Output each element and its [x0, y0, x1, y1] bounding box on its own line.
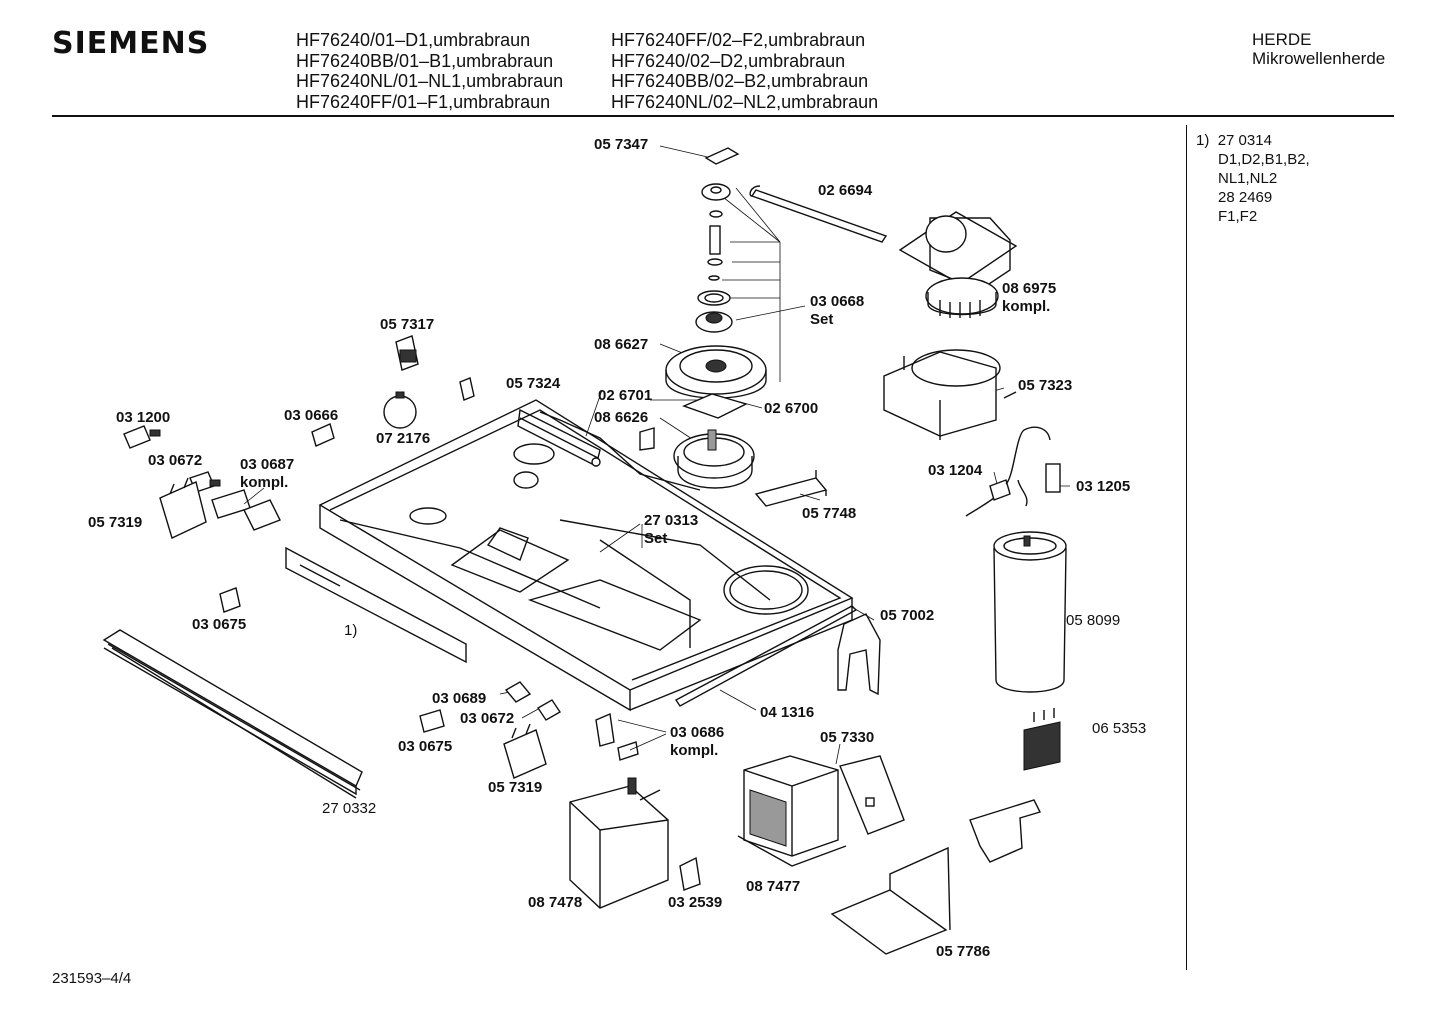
part-label: 03 0668: [810, 293, 865, 310]
header-rule: [52, 115, 1394, 117]
category-block: HERDE Mikrowellenherde: [1252, 30, 1385, 68]
part-label: 08 7477: [746, 878, 801, 895]
belt-026694: [749, 185, 888, 243]
part-label: 03 0672: [460, 710, 515, 727]
part-label: 03 0689: [432, 690, 487, 707]
part-label: 03 1205: [1076, 478, 1131, 495]
capacitor: [993, 531, 1067, 693]
waveguide-rail: [517, 408, 601, 468]
footnote-line: 27 0314: [1217, 132, 1272, 149]
part-label: 07 2176: [376, 430, 431, 447]
transformer: [737, 755, 847, 867]
part-label: 05 7786: [936, 943, 991, 960]
part-label: 03 0666: [284, 407, 339, 424]
model-item: HF76240/01–D1,umbrabraun: [296, 30, 531, 50]
part-label: 05 7330: [820, 729, 875, 746]
part-label: 04 1316: [760, 704, 815, 721]
part-label: kompl.: [240, 474, 289, 491]
part-label: Set: [810, 311, 834, 328]
part-label: 03 1204: [928, 462, 983, 479]
part-label: 02 6694: [818, 182, 873, 199]
footnote-line: NL1,NL2: [1218, 170, 1278, 187]
category-subtitle: Mikrowellenherde: [1252, 49, 1386, 68]
part-label: 06 5353: [1092, 720, 1147, 737]
brand-logo: SIEMENS: [52, 26, 210, 61]
drawing-id: 231593–4/4: [52, 970, 132, 987]
part-label: 27 0332: [322, 800, 377, 817]
part-label: 08 6627: [594, 336, 649, 353]
mica-cover: [682, 393, 748, 419]
part-label: 02 6701: [598, 387, 653, 404]
part-label: 05 7319: [88, 514, 143, 531]
model-item: HF76240BB/01–B1,umbrabraun: [296, 50, 554, 71]
stirrer: [673, 429, 755, 489]
part-label: Set: [644, 530, 668, 547]
fan-shroud: [883, 349, 1017, 440]
part-label: 27 0313: [644, 512, 699, 529]
part-label: 08 6626: [594, 409, 649, 426]
mounting-bracket: [969, 799, 1041, 863]
magnetron: [569, 777, 669, 909]
rectifier-block: [1023, 708, 1061, 771]
bracket-057002: [837, 613, 881, 696]
base-plate: [830, 846, 951, 955]
part-label: 05 8099: [1066, 612, 1121, 629]
part-label: kompl.: [670, 742, 719, 759]
part-label: 03 0672: [148, 452, 203, 469]
part-label: 03 0687: [240, 456, 295, 473]
shaft-stack: [695, 147, 740, 333]
part-label: 02 6700: [764, 400, 819, 417]
model-item: HF76240NL/01–NL1,umbrabraun: [296, 71, 564, 91]
footnote-line: D1,D2,B1,B2,: [1218, 151, 1310, 168]
part-label: 05 7002: [880, 607, 935, 624]
part-label: 03 0675: [398, 738, 453, 755]
footnote-line: F1,F2: [1218, 208, 1258, 225]
fuse-holder: [159, 477, 547, 779]
lamp-bulb: [383, 391, 417, 429]
part-label: 05 7319: [488, 779, 543, 796]
part-label: 05 7748: [802, 505, 857, 522]
reference-marker: 1): [344, 622, 358, 639]
footnote-marker: 1): [1196, 132, 1210, 149]
part-label: 03 2539: [668, 894, 723, 911]
bracket-057748: [754, 470, 828, 507]
lamp-socket: [395, 335, 419, 371]
part-label: 03 0675: [192, 616, 247, 633]
footnote: 1) 27 0314 D1,D2,B1,B2, NL1,NL2 28 2469 …: [1196, 131, 1310, 226]
small-components: [123, 377, 701, 891]
part-label: 05 7323: [1018, 377, 1073, 394]
footnote-line: 28 2469: [1218, 189, 1273, 206]
part-label: 03 1200: [116, 409, 171, 426]
part-label: 08 6975: [1002, 280, 1057, 297]
model-item: HF76240FF/02–F2,umbrabraun: [611, 30, 866, 50]
part-label: kompl.: [1002, 298, 1051, 315]
part-label: 08 7478: [528, 894, 583, 911]
insulation-sheet: [839, 755, 905, 835]
model-item: HF76240NL/02–NL2,umbrabraun: [611, 91, 879, 112]
interlock-switch: [211, 489, 281, 531]
turntable-drive: [665, 345, 767, 399]
column-divider: [1186, 125, 1187, 970]
trim-bar: [102, 629, 363, 799]
strip-041316: [674, 605, 858, 707]
category-title: HERDE: [1252, 30, 1312, 49]
thermal-cutout: [965, 426, 1061, 517]
part-label: 03 0686: [670, 724, 725, 741]
part-label: 05 7317: [380, 316, 435, 333]
model-item: HF76240BB/02–B2,umbrabraun: [611, 71, 869, 91]
part-label: 05 7324: [506, 375, 561, 392]
model-item: HF76240FF/01–F1,umbrabraun: [296, 91, 551, 112]
cavity-frame: [318, 399, 854, 712]
model-list-2: HF76240FF/02–F2,umbrabraun HF76240/02–D2…: [611, 30, 878, 112]
model-list-1: HF76240/01–D1,umbrabraun HF76240BB/01–B1…: [296, 30, 563, 112]
model-item: HF76240/02–D2,umbrabraun: [611, 50, 846, 71]
part-label: 05 7347: [594, 136, 649, 153]
fan-motor: [898, 211, 1018, 318]
front-strip: [285, 546, 467, 664]
